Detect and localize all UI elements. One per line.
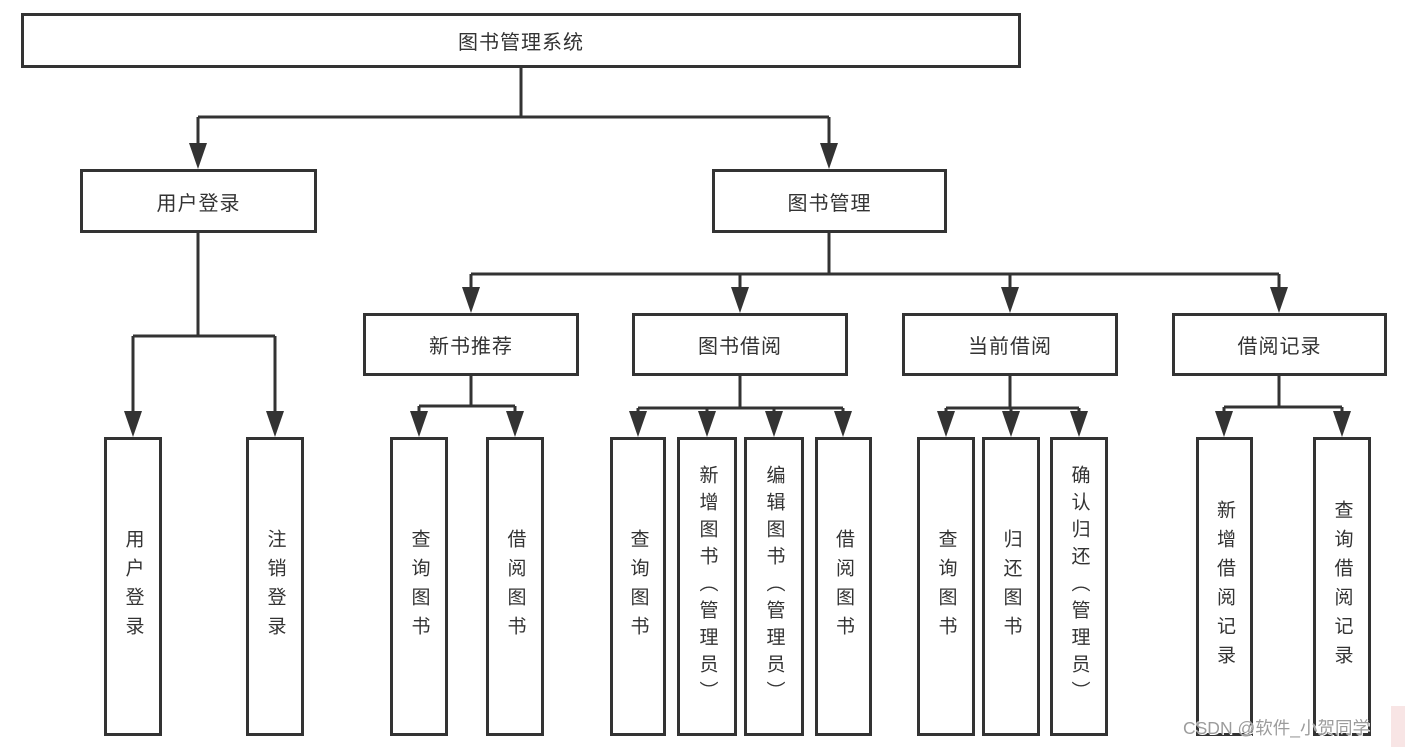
leaf-logout-label: 注销登录 bbox=[264, 528, 286, 645]
leaf-borrow-query-book: 查询图书 bbox=[610, 437, 666, 736]
node-borrow-records-label: 借阅记录 bbox=[1237, 336, 1322, 358]
leaf-recommend-borrow-book-label: 借阅图书 bbox=[504, 528, 526, 645]
leaf-confirm-return-admin-label: 确认归还（管理员） bbox=[1068, 465, 1090, 708]
leaf-edit-book-admin: 编辑图书（管理员） bbox=[744, 437, 804, 736]
leaf-borrow-query-book-label: 查询图书 bbox=[627, 528, 649, 645]
leaf-add-borrow-record: 新增借阅记录 bbox=[1196, 437, 1253, 736]
connector-root-to-level2 bbox=[196, 68, 831, 145]
connector-currentborrow-to-leaves bbox=[944, 376, 1081, 413]
connector-userlogin-to-leaves bbox=[131, 233, 277, 413]
leaf-query-borrow-record-label: 查询借阅记录 bbox=[1331, 499, 1353, 674]
leaf-edit-book-admin-label: 编辑图书（管理员） bbox=[763, 465, 785, 708]
node-root: 图书管理系统 bbox=[21, 13, 1021, 68]
node-root-label: 图书管理系统 bbox=[458, 32, 584, 54]
node-book-management-label: 图书管理 bbox=[787, 192, 872, 215]
leaf-add-borrow-record-label: 新增借阅记录 bbox=[1214, 499, 1235, 674]
leaf-recommend-borrow-book: 借阅图书 bbox=[486, 437, 544, 736]
connector-bookborrow-to-leaves bbox=[636, 376, 845, 413]
csdn-watermark: CSDN @软件_小贺同学 bbox=[1183, 718, 1370, 738]
leaf-user-login: 用户登录 bbox=[104, 437, 162, 736]
leaf-borrow-book: 借阅图书 bbox=[815, 437, 872, 736]
leaf-add-book-admin: 新增图书（管理员） bbox=[677, 437, 737, 736]
node-current-borrow-label: 当前借阅 bbox=[968, 336, 1052, 358]
leaf-return-book: 归还图书 bbox=[982, 437, 1040, 736]
node-new-book-recommend: 新书推荐 bbox=[363, 313, 579, 376]
leaf-add-book-admin-label: 新增图书（管理员） bbox=[696, 465, 718, 708]
node-borrow-records: 借阅记录 bbox=[1172, 313, 1387, 376]
node-new-book-recommend-label: 新书推荐 bbox=[429, 336, 513, 358]
node-user-login: 用户登录 bbox=[80, 169, 317, 233]
connector-borrowrecords-to-leaves bbox=[1222, 376, 1344, 413]
leaf-query-borrow-record: 查询借阅记录 bbox=[1313, 437, 1371, 736]
leaf-current-query-book-label: 查询图书 bbox=[935, 528, 957, 645]
connector-newbookrec-to-leaves bbox=[417, 376, 517, 413]
node-book-borrow: 图书借阅 bbox=[632, 313, 848, 376]
leaf-recommend-query-book: 查询图书 bbox=[390, 437, 448, 736]
node-book-management: 图书管理 bbox=[712, 169, 947, 233]
node-current-borrow: 当前借阅 bbox=[902, 313, 1118, 376]
leaf-confirm-return-admin: 确认归还（管理员） bbox=[1050, 437, 1108, 736]
node-user-login-label: 用户登录 bbox=[156, 192, 241, 215]
leaf-borrow-book-label: 借阅图书 bbox=[833, 528, 854, 645]
leaf-current-query-book: 查询图书 bbox=[917, 437, 975, 736]
leaf-user-login-label: 用户登录 bbox=[122, 528, 144, 645]
leaf-recommend-query-book-label: 查询图书 bbox=[408, 528, 430, 645]
connector-bookmgmt-to-level3 bbox=[469, 233, 1281, 290]
watermark-tint bbox=[1391, 706, 1405, 747]
leaf-logout: 注销登录 bbox=[246, 437, 304, 736]
leaf-return-book-label: 归还图书 bbox=[1000, 528, 1022, 645]
node-book-borrow-label: 图书借阅 bbox=[698, 336, 782, 358]
